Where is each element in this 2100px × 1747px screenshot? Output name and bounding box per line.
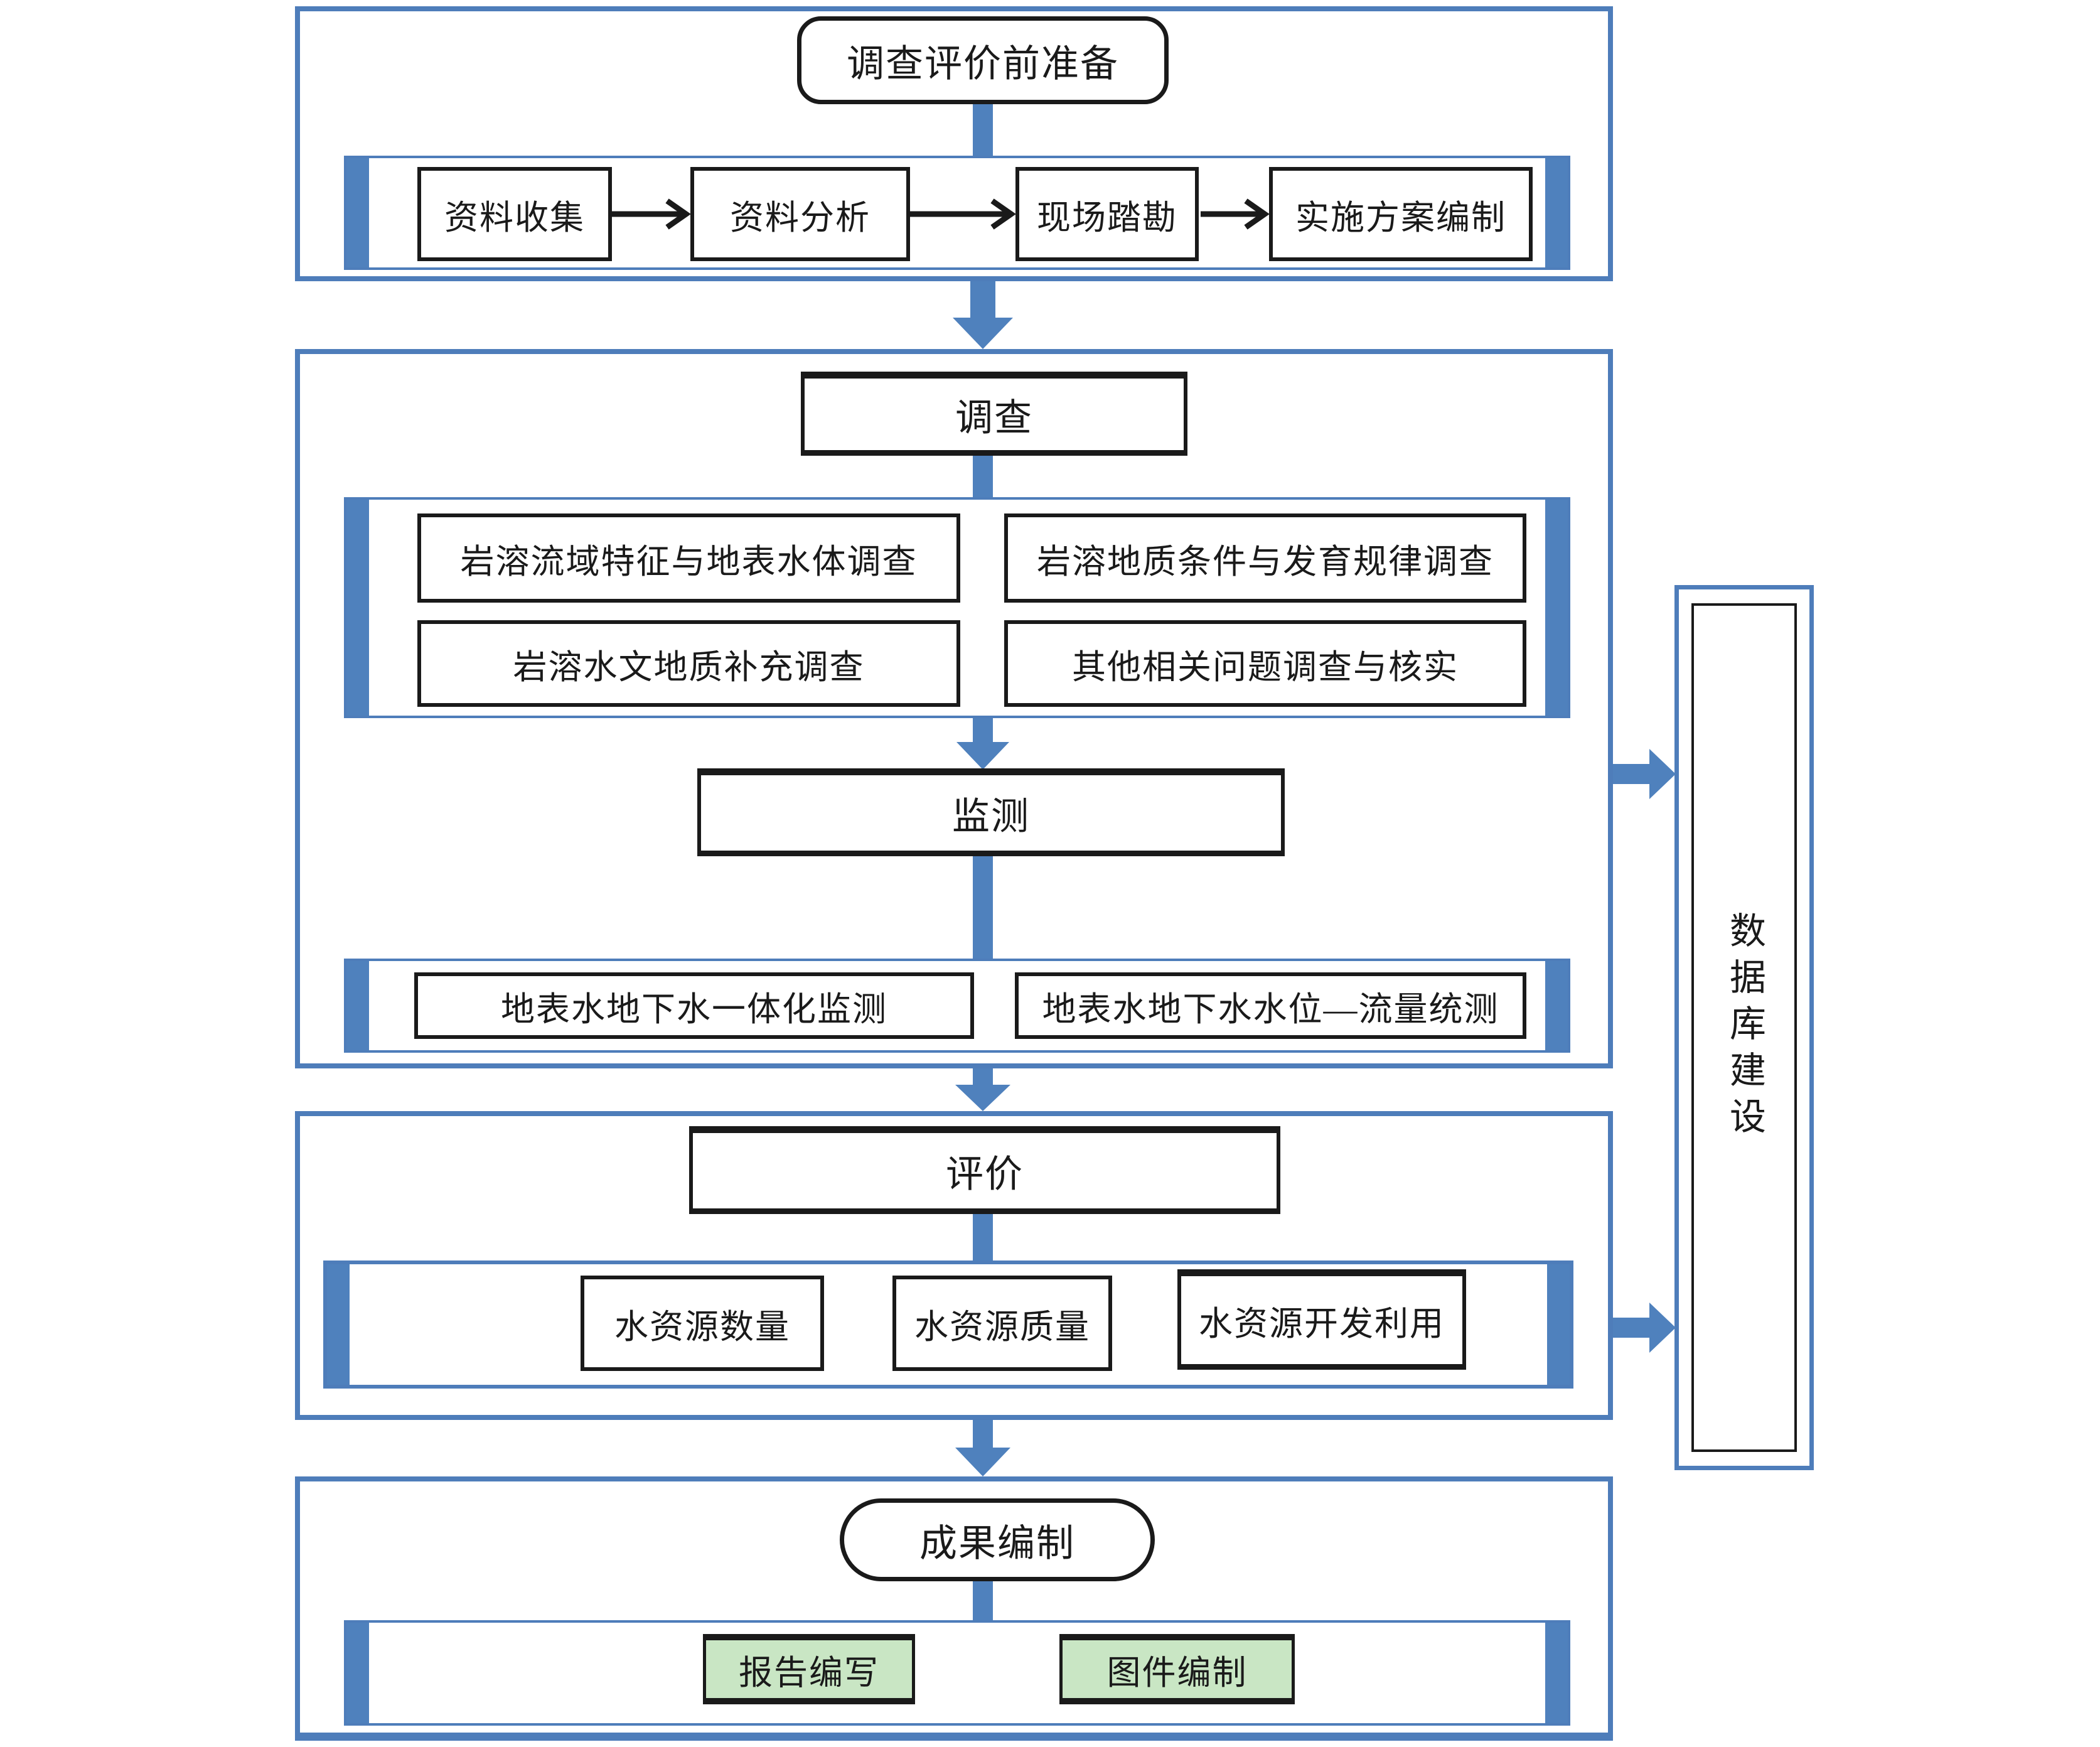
node-survey-title: 调查 — [801, 372, 1187, 456]
connector-evaluation-to-band — [973, 1214, 993, 1261]
node-step-implementation-plan: 实施方案编制 — [1269, 167, 1533, 261]
node-step-data-analysis: 资料分析 — [690, 167, 910, 261]
band-cap-left — [346, 158, 369, 267]
survey-item-label: 岩溶水文地质补充调查 — [513, 648, 865, 686]
node-eval-quantity: 水资源数量 — [581, 1276, 824, 1371]
database-inner-box: 数据库建设 — [1691, 603, 1797, 1452]
survey-item-label: 岩溶流域特征与地表水体调查 — [460, 542, 918, 581]
band-cap-right — [1545, 1623, 1568, 1723]
down-arrow-icon — [973, 718, 993, 742]
monitoring-title-label: 监测 — [952, 795, 1030, 837]
right-arrow-icon — [1613, 764, 1649, 784]
evaluation-item-label: 水资源质量 — [914, 1308, 1090, 1346]
node-survey-karst-geology: 岩溶地质条件与发育规律调查 — [1004, 513, 1526, 603]
right-arrowhead-icon — [1649, 749, 1676, 799]
results-item-label: 报告编写 — [739, 1653, 879, 1692]
preparation-title-label: 调查评价前准备 — [847, 43, 1119, 85]
step-label: 资料收集 — [444, 198, 585, 237]
node-step-data-collection: 资料收集 — [417, 167, 612, 261]
band-cap-left — [346, 961, 369, 1050]
node-survey-other-issues: 其他相关问题调查与核实 — [1004, 620, 1526, 707]
down-arrowhead-icon — [956, 742, 1009, 770]
node-monitoring-integrated: 地表水地下水一体化监测 — [414, 972, 974, 1039]
node-monitoring-title: 监测 — [697, 768, 1285, 856]
database-title-label: 数据库建设 — [1724, 911, 1765, 1144]
survey-title-label: 调查 — [955, 397, 1033, 439]
node-preparation-title: 调查评价前准备 — [797, 16, 1169, 104]
band-cap-left — [346, 500, 369, 716]
survey-item-label: 岩溶地质条件与发育规律调查 — [1037, 542, 1494, 581]
band-cap-left — [327, 1264, 350, 1385]
down-arrow-icon — [973, 1420, 993, 1448]
connector-survey-to-band — [973, 456, 993, 497]
node-step-site-reconnaissance: 现场踏勘 — [1015, 167, 1199, 261]
band-cap-right — [1545, 500, 1568, 716]
evaluation-item-label: 水资源开发利用 — [1199, 1304, 1445, 1343]
connector-results-to-band — [973, 1581, 993, 1620]
results-item-label: 图件编制 — [1106, 1653, 1248, 1692]
node-map-compilation: 图件编制 — [1059, 1634, 1295, 1704]
right-arrow-icon — [1201, 198, 1269, 230]
down-arrowhead-icon — [953, 318, 1013, 349]
right-arrowhead-icon — [1649, 1303, 1676, 1353]
right-arrow-icon — [612, 198, 690, 230]
right-arrow-icon — [1613, 1318, 1649, 1338]
node-survey-hydrogeology: 岩溶水文地质补充调查 — [417, 620, 960, 707]
band-cap-left — [346, 1623, 369, 1723]
results-title-label: 成果编制 — [919, 1522, 1075, 1564]
node-database: 数据库建设 — [1674, 585, 1814, 1470]
monitoring-item-label: 地表水地下水一体化监测 — [501, 990, 887, 1028]
survey-item-label: 其他相关问题调查与核实 — [1072, 648, 1459, 686]
connector-monitoring-to-band — [973, 856, 993, 959]
node-survey-karst-basin: 岩溶流域特征与地表水体调查 — [417, 513, 960, 603]
band-cap-right — [1547, 1264, 1570, 1385]
node-monitoring-level-flow: 地表水地下水水位—流量统测 — [1015, 972, 1526, 1039]
node-report-writing: 报告编写 — [703, 1634, 915, 1704]
down-arrow-icon — [970, 281, 995, 318]
band-results — [344, 1620, 1570, 1726]
down-arrow-icon — [973, 1068, 993, 1085]
step-label: 资料分析 — [730, 198, 871, 237]
node-eval-development: 水资源开发利用 — [1177, 1269, 1466, 1370]
node-eval-quality: 水资源质量 — [892, 1276, 1112, 1371]
band-cap-right — [1545, 961, 1568, 1050]
band-cap-right — [1545, 158, 1568, 267]
connector-prep-to-band — [973, 104, 993, 156]
step-label: 现场踏勘 — [1037, 198, 1177, 237]
node-results-title: 成果编制 — [840, 1498, 1155, 1581]
right-arrow-icon — [910, 198, 1015, 230]
monitoring-item-label: 地表水地下水水位—流量统测 — [1042, 990, 1499, 1028]
node-evaluation-title: 评价 — [689, 1126, 1280, 1214]
evaluation-item-label: 水资源数量 — [614, 1308, 790, 1346]
down-arrowhead-icon — [955, 1448, 1010, 1476]
evaluation-title-label: 评价 — [946, 1153, 1024, 1195]
down-arrowhead-icon — [955, 1085, 1010, 1111]
step-label: 实施方案编制 — [1295, 198, 1506, 237]
